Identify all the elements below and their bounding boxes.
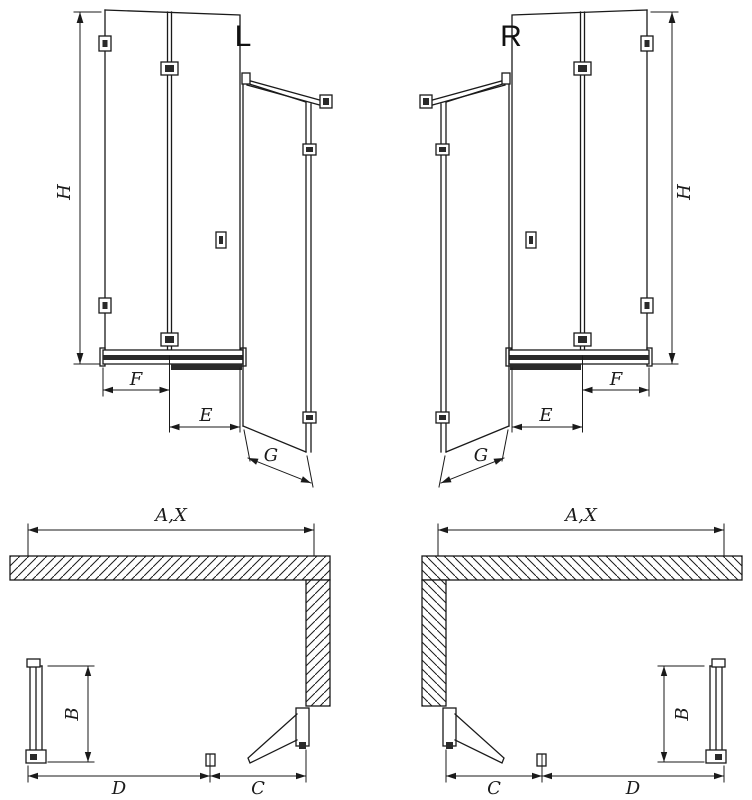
labels-layer: L H F E G R H F E G A,X B D C A,X B C D (54, 20, 695, 799)
dim-label-d-left: D (111, 778, 127, 799)
dim-label-f-right: F (609, 369, 624, 390)
dim-label-ax-left: A,X (153, 505, 188, 526)
dim-label-ax-right: A,X (563, 505, 598, 526)
plan-right-drawing (421, 523, 743, 783)
dim-label-c-right: C (487, 778, 501, 799)
dim-label-g-left: G (264, 445, 278, 466)
dim-label-e-left: E (198, 405, 212, 426)
dim-label-f-left: F (129, 369, 144, 390)
variant-label-right: R (500, 20, 522, 53)
dim-label-b-left: B (62, 707, 83, 721)
dim-label-d-right: D (625, 778, 641, 799)
dim-label-b-right: B (672, 707, 693, 721)
dim-label-height-right: H (674, 184, 695, 201)
variant-label-left: L (235, 20, 252, 53)
plan-left-drawing (9, 523, 331, 783)
dim-label-c-left: C (251, 778, 265, 799)
dim-label-g-right: G (474, 445, 488, 466)
dim-label-height-left: H (54, 184, 75, 201)
dim-label-e-right: E (538, 405, 552, 426)
